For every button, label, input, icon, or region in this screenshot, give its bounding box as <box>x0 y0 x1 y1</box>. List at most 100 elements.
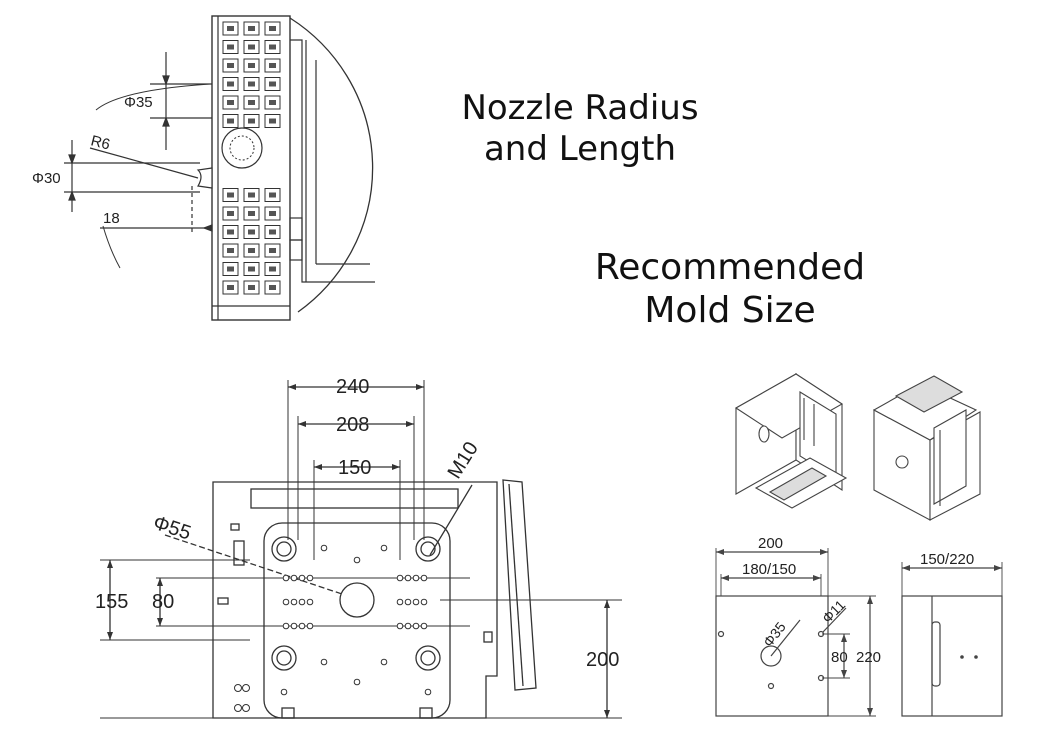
boss-bottom-right-inner <box>420 650 436 666</box>
mold-h80-label: 80 <box>831 649 848 666</box>
h200-arrow-t <box>604 600 610 608</box>
panel-button-symbol <box>248 26 255 31</box>
bolt-hole <box>290 574 298 582</box>
mold-phi35-leader <box>770 619 801 657</box>
mold-h220-label: 220 <box>856 649 881 666</box>
panel-button-symbol <box>227 229 234 235</box>
mold-iso-right <box>872 375 981 521</box>
panel-button-symbol <box>248 229 255 235</box>
panel-button-symbol <box>248 248 255 253</box>
h155-arrow-t <box>107 560 113 568</box>
w208-arrow-r <box>406 421 414 427</box>
w208-arrow-l <box>298 421 306 427</box>
mold-w180-arrow-l <box>721 575 729 581</box>
panel-button-symbol <box>227 44 234 50</box>
bolt-hole <box>380 658 388 666</box>
phi35-label: Φ35 <box>124 94 153 111</box>
mold-heading-line-2: Mold Size <box>644 290 816 332</box>
mold-side-rail <box>931 621 941 687</box>
nozzle-detail <box>64 15 375 321</box>
platen-door <box>502 479 537 691</box>
bolt-hole <box>412 622 420 630</box>
mold-arrows <box>716 549 1002 716</box>
boss-top-left-inner <box>276 541 292 557</box>
platen-top-slot <box>250 488 459 509</box>
h155-arrow-b <box>107 632 113 640</box>
mold-w150-220-label: 150/220 <box>920 551 974 568</box>
mold-side-rect <box>901 595 1003 717</box>
mold-h220-arrow-t <box>867 596 873 604</box>
bolt-hole <box>412 598 420 606</box>
bolt-hole <box>282 622 290 630</box>
panel-button-symbol <box>248 266 255 272</box>
bolt-hole <box>234 704 242 712</box>
mold-sprue-hole <box>760 645 782 667</box>
mold-h220-arrow-b <box>867 708 873 716</box>
panel-button-symbol <box>269 229 276 235</box>
bolt-hole <box>298 622 306 630</box>
panel-button-symbol <box>227 118 234 124</box>
panel-button-symbol <box>227 248 234 253</box>
bolt-hole <box>404 574 412 582</box>
w150-arrow-r <box>392 464 400 470</box>
h80-label: 80 <box>152 591 174 613</box>
bolt-hole <box>306 598 314 606</box>
phi30-arrow-bottom <box>68 190 76 201</box>
boss-bottom-left-inner <box>276 650 292 666</box>
w150-label: 150 <box>338 457 371 479</box>
nozzle-heading-line-2: and Length <box>483 128 677 169</box>
len18-arrow-right <box>202 224 213 232</box>
panel-button-symbol <box>227 266 234 272</box>
platen-foot-right <box>419 707 433 719</box>
bolt-hole <box>404 622 412 630</box>
bolt-hole <box>242 684 250 692</box>
platen-arrows <box>107 384 610 718</box>
mold-front-rect <box>715 595 829 717</box>
panel-button-symbol <box>248 118 255 124</box>
bolt-hole <box>412 574 420 582</box>
iso-left-ejector-bar <box>768 467 828 501</box>
mold-w200-arrow-r <box>820 549 828 555</box>
r6-label: R6 <box>89 132 112 153</box>
panel-button-symbol <box>248 285 255 290</box>
panel-button-symbol <box>248 81 255 87</box>
bolt-hole <box>420 574 428 582</box>
panel-button-symbol <box>269 211 276 216</box>
panel-button-symbol <box>227 63 234 68</box>
bolt-hole <box>396 622 404 630</box>
mold-phi11-label: Φ11 <box>819 596 849 626</box>
iso-right-ejector <box>894 375 964 413</box>
len18-label: 18 <box>103 210 120 227</box>
machine-frame <box>290 39 375 283</box>
phi30-label: Φ30 <box>32 170 61 187</box>
h80-arrow-t <box>157 578 163 586</box>
m10-leader <box>429 484 473 556</box>
panel-button-symbol <box>269 81 276 87</box>
panel-button-symbol <box>227 211 234 216</box>
panel-side-tab-1 <box>289 217 303 241</box>
bolt-hole <box>396 574 404 582</box>
h200-arrow-b <box>604 710 610 718</box>
boss-bottom-right <box>415 645 441 671</box>
bolt-hole <box>234 684 242 692</box>
panel-button-symbol <box>227 285 234 290</box>
bolt-hole <box>320 544 328 552</box>
iso-left-sprue <box>758 425 770 443</box>
w208-label: 208 <box>336 414 369 436</box>
phi35-arrow-top <box>162 75 170 86</box>
panel-button-symbol <box>269 285 276 290</box>
panel-side-tab-2 <box>289 239 303 261</box>
platen-left-bracket <box>233 540 245 566</box>
panel-button-symbol <box>248 211 255 216</box>
iso-right-sprue <box>895 455 909 469</box>
bolt-hole <box>420 598 428 606</box>
rotary-knob <box>221 127 263 169</box>
h80-arrow-b <box>157 618 163 626</box>
panel-button-symbol <box>227 192 234 198</box>
panel-button-symbol <box>248 63 255 68</box>
mold-w200-label: 200 <box>758 535 783 552</box>
bolt-hole <box>280 688 288 696</box>
detail-circle-arc-left-bottom <box>102 225 121 269</box>
mold-front-view <box>715 548 876 717</box>
panel-button-symbol <box>269 118 276 124</box>
